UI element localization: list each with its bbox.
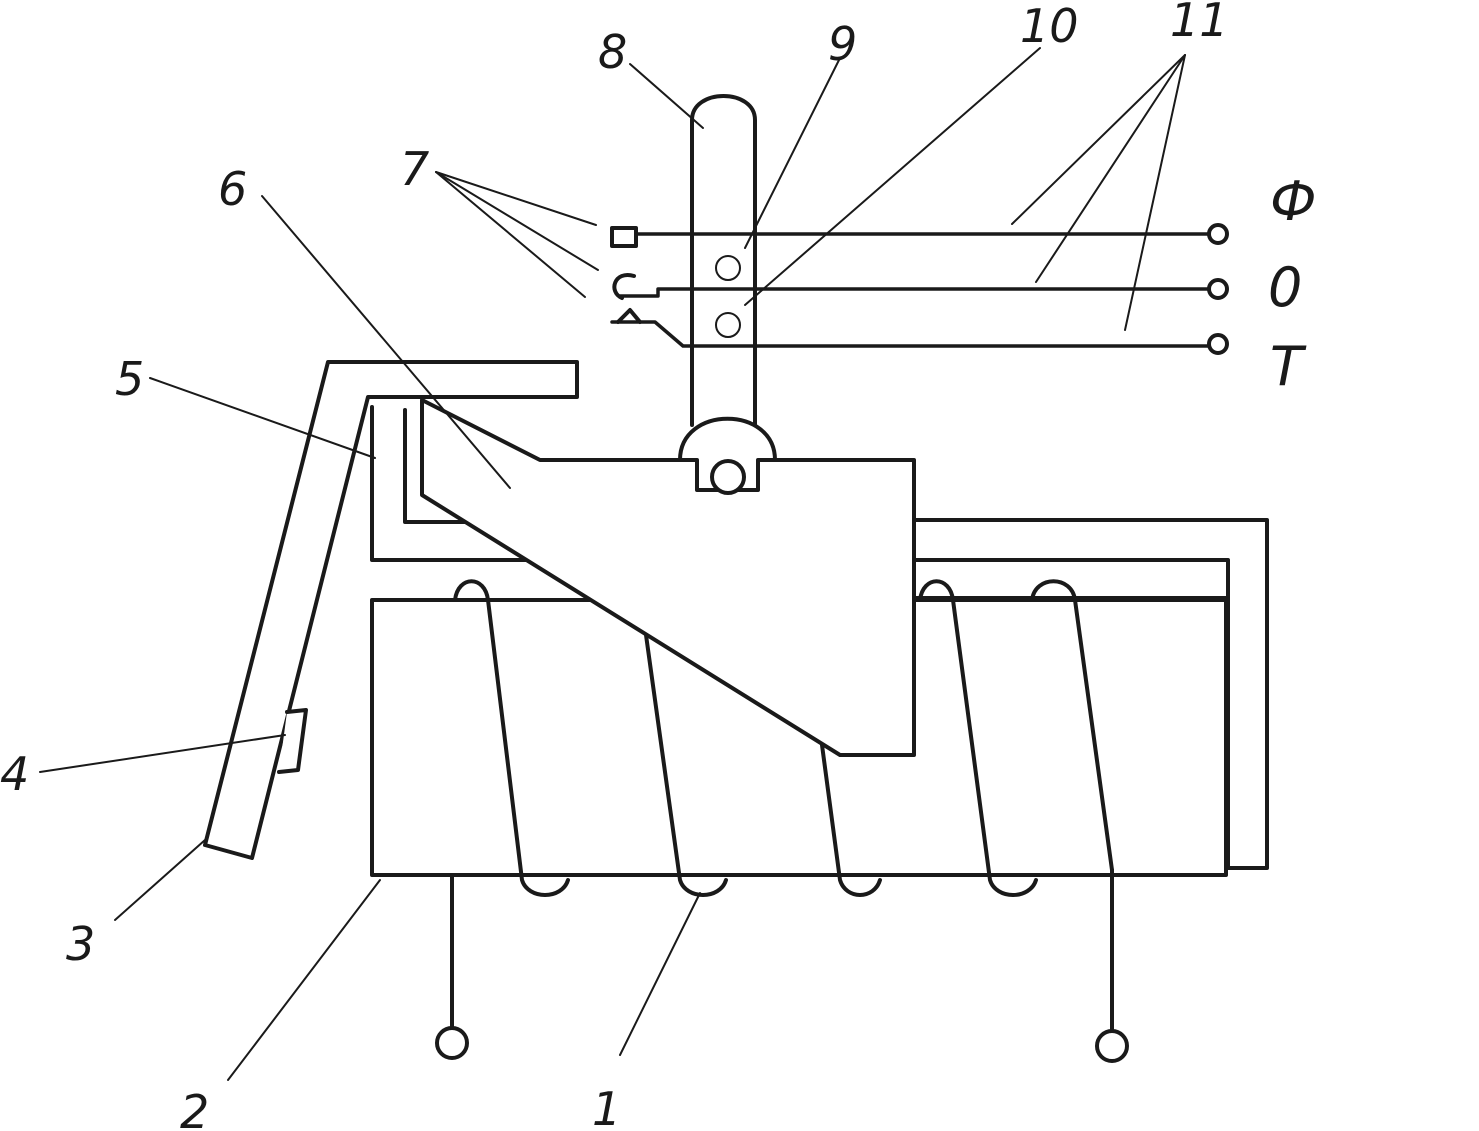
contact-wire-0 — [618, 287, 1210, 298]
label-11: 11 — [1170, 0, 1229, 47]
label-4: 4 — [0, 747, 29, 801]
terminal-label-t: Т — [1270, 335, 1307, 398]
movable-armature — [420, 398, 916, 757]
bracket-inner — [403, 408, 472, 524]
leader-lines — [39, 47, 1186, 1081]
pivot-pin — [710, 459, 746, 495]
bracket-plate — [370, 405, 542, 562]
label-6: 6 — [218, 162, 247, 216]
pivot-hub — [678, 416, 777, 492]
roller-lower — [715, 312, 741, 338]
label-9: 9 — [828, 17, 857, 71]
terminal-f — [1207, 223, 1229, 245]
contact-wire-t — [610, 320, 1210, 348]
label-1: 1 — [592, 1082, 621, 1131]
terminal-label-0: 0 — [1268, 256, 1302, 319]
yoke-frame — [912, 518, 1269, 870]
label-7: 7 — [400, 142, 429, 196]
contact-t-tip — [616, 308, 642, 324]
contact-0-hook — [612, 272, 636, 300]
coil-terminal-right — [1095, 1029, 1129, 1063]
label-5: 5 — [115, 352, 144, 406]
roller-upper — [715, 255, 741, 281]
terminal-t — [1207, 333, 1229, 355]
stop-pad — [277, 708, 308, 774]
terminal-0 — [1207, 278, 1229, 300]
terminal-label-f: Ф — [1270, 170, 1317, 233]
coil-terminal-left — [435, 1026, 469, 1060]
label-2: 2 — [180, 1085, 209, 1131]
label-10: 10 — [1020, 0, 1079, 53]
label-8: 8 — [598, 25, 627, 79]
label-3: 3 — [66, 917, 95, 971]
contact-f — [610, 226, 638, 248]
armature-lever — [203, 360, 579, 860]
